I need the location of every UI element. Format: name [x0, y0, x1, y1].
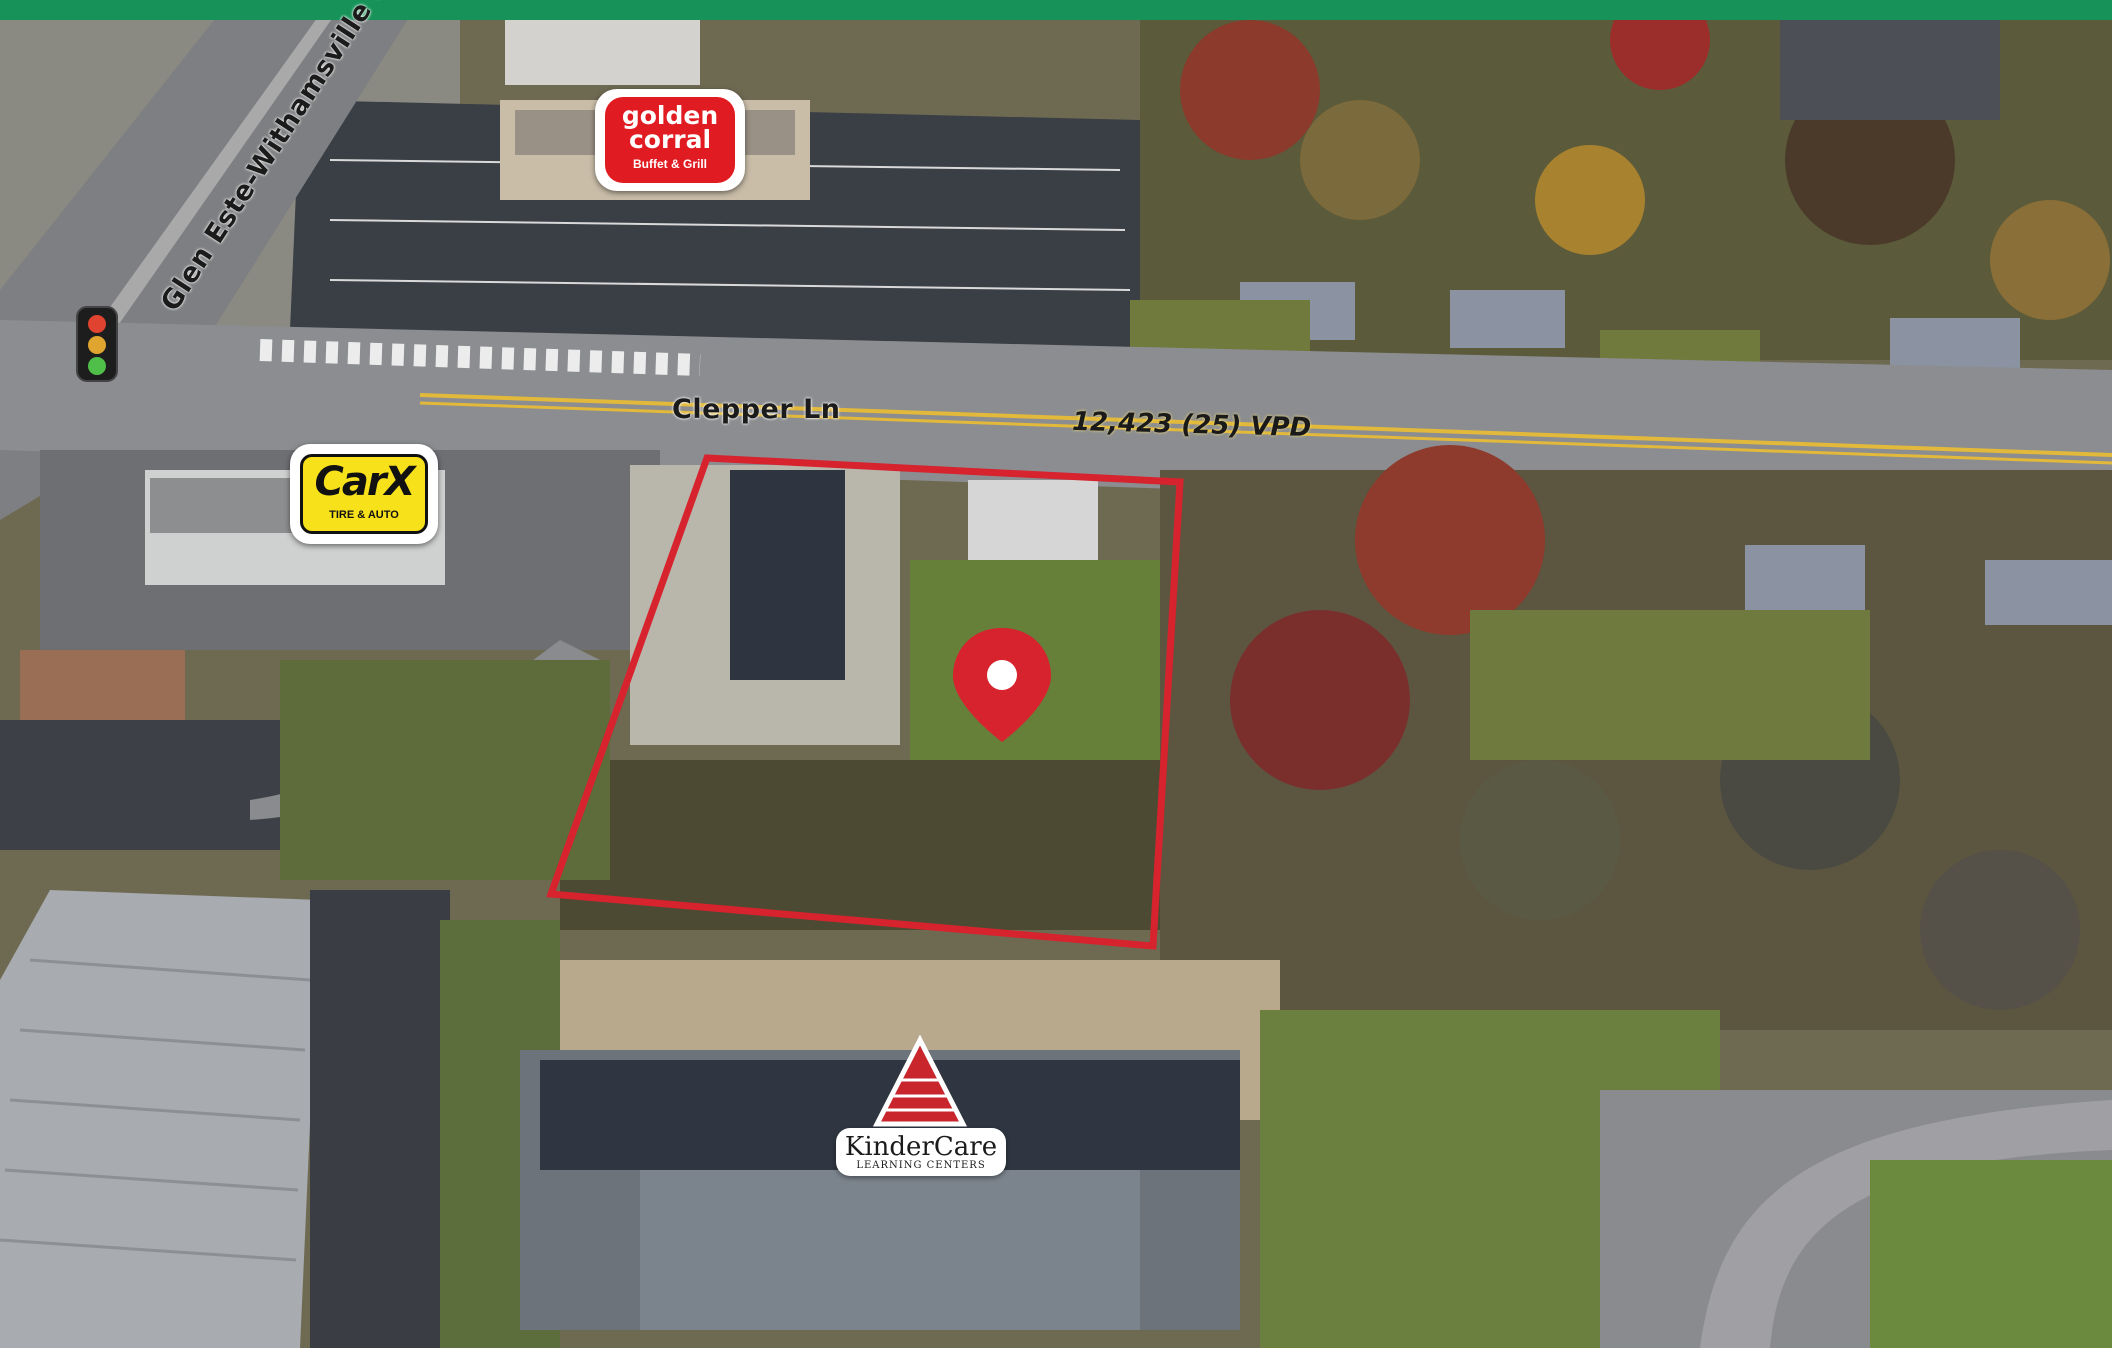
golden-corral-word-1: golden — [621, 101, 719, 130]
kindercare-word: KinderCare — [844, 1132, 998, 1162]
tree — [1460, 760, 1620, 920]
parcel-house — [968, 480, 1098, 560]
tree — [1610, 0, 1710, 90]
carx-logo-panel: CarX TIRE & AUTO — [300, 454, 428, 534]
site-boundary — [546, 454, 1184, 950]
road-label-clepper: Clepper Ln — [672, 394, 841, 425]
tree — [1990, 200, 2110, 320]
top-band — [0, 0, 2112, 20]
kindercare-wing — [640, 1170, 1140, 1330]
house — [1745, 545, 1865, 615]
tree — [1180, 20, 1320, 160]
north-building — [505, 20, 700, 85]
southeast-drive — [1700, 1100, 2112, 1348]
kindercare-logo-panel: KinderCare LEARNING CENTERS — [836, 1128, 1006, 1176]
southeast-green — [1870, 1160, 2112, 1348]
field — [1470, 610, 1870, 760]
carx-tagline: TIRE & AUTO — [329, 509, 399, 521]
carx-logo[interactable]: CarX TIRE & AUTO — [290, 444, 438, 544]
golden-corral-tagline: Buffet & Grill — [633, 157, 707, 171]
golden-corral-logo-panel: golden corral Buffet & Grill — [605, 97, 735, 183]
map-pin-icon[interactable] — [953, 628, 1051, 742]
west-parking — [0, 720, 300, 850]
glen-este-median — [65, 0, 345, 380]
tree — [1230, 610, 1410, 790]
golden-corral-logo[interactable]: golden corral Buffet & Grill — [595, 89, 745, 191]
warehouse-ribs — [0, 958, 311, 1262]
house — [1450, 290, 1565, 348]
house — [1985, 560, 2112, 625]
kindercare-logo-icon — [872, 1034, 968, 1127]
tree — [1355, 445, 1545, 635]
tree — [1535, 145, 1645, 255]
clepper-center-line-2 — [419, 401, 2112, 465]
kindercare-logo[interactable]: KinderCare LEARNING CENTERS — [836, 1040, 1006, 1180]
traffic-light-icon — [76, 306, 118, 382]
warehouse-parking — [310, 890, 450, 1348]
carx-word: CarX — [314, 459, 416, 505]
traffic-count-label: 12,423 (25) VPD — [1071, 406, 1312, 444]
kindercare-tagline: LEARNING CENTERS — [856, 1160, 986, 1171]
warehouse-roof — [0, 890, 320, 1348]
golden-corral-word-2: corral — [628, 125, 712, 154]
tree — [1920, 850, 2080, 1010]
clepper-center-line — [419, 393, 2112, 457]
tree — [1300, 100, 1420, 220]
crosswalk-chevrons — [259, 339, 701, 376]
house — [1890, 318, 2020, 373]
parcel-building — [730, 470, 845, 680]
west-grass — [280, 660, 610, 880]
